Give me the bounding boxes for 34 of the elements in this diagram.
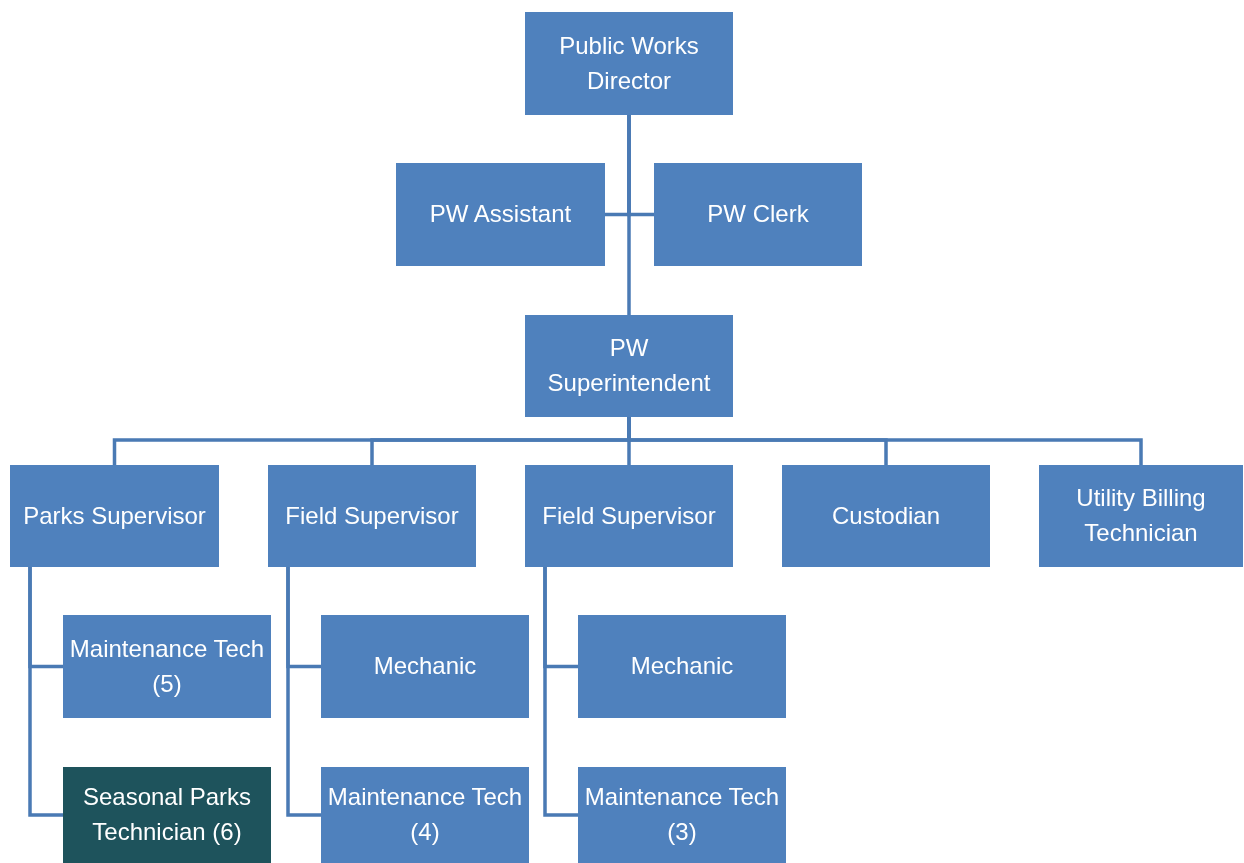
connector-line [286, 567, 321, 817]
position-box [63, 767, 271, 863]
connector-line [543, 567, 578, 817]
position-title: Field Supervisor [542, 500, 716, 531]
position-title: Public Works Director [558, 30, 700, 96]
connector-line [627, 115, 631, 315]
position-title: PW Assistant [429, 199, 572, 230]
position-box [578, 767, 786, 863]
position-box [268, 465, 476, 567]
position-box [321, 615, 529, 718]
position-title: Maintenance Tech (4) [326, 782, 524, 847]
position-title: Field Supervisor [285, 500, 459, 531]
position-title: Seasonal Parks Technician (6) [81, 782, 253, 847]
position-box [525, 465, 733, 567]
position-box [525, 12, 733, 115]
position-box [525, 315, 733, 417]
connector-line [28, 567, 63, 817]
position-box [654, 163, 862, 266]
position-box [321, 767, 529, 863]
position-title: Utility Billing Technician [1075, 483, 1207, 548]
position-title: PW Superintendent [546, 333, 712, 398]
position-title: PW Clerk [707, 199, 809, 230]
position-box [63, 615, 271, 718]
position-title: Mechanic [373, 651, 477, 682]
position-box [10, 465, 219, 567]
position-box [782, 465, 990, 567]
position-title: Mechanic [630, 651, 734, 682]
position-title: Parks Supervisor [23, 500, 206, 531]
position-box [396, 163, 605, 266]
position-title: Custodian [831, 500, 941, 531]
position-box [1039, 465, 1243, 567]
position-box [578, 615, 786, 718]
position-title: Maintenance Tech (5) [68, 633, 266, 699]
position-title: Maintenance Tech (3) [583, 782, 781, 847]
